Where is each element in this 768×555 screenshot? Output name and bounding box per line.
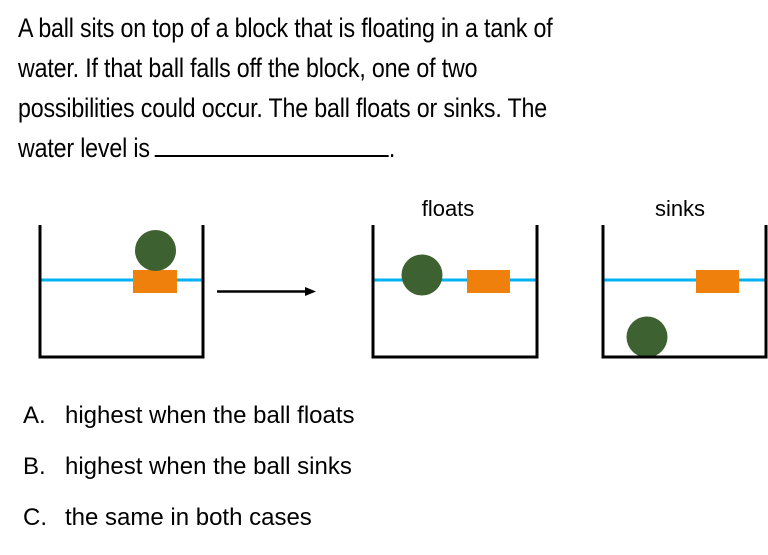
option-text: highest when the ball sinks — [65, 453, 352, 480]
ball — [401, 254, 443, 296]
question-line-4: water level is. — [18, 128, 758, 168]
tank-initial — [38, 225, 205, 359]
question-period: . — [388, 133, 396, 163]
option-text: the same in both cases — [65, 504, 312, 531]
tank-sinks — [601, 225, 768, 359]
option-b[interactable]: B. highest when the ball sinks — [23, 447, 355, 498]
question-line-2: water. If that ball falls off the block,… — [18, 53, 478, 83]
ball — [626, 316, 668, 358]
answer-blank — [154, 131, 389, 157]
answer-options: A. highest when the ball floats B. highe… — [23, 396, 355, 549]
option-a[interactable]: A. highest when the ball floats — [23, 396, 355, 447]
question-line-4-text: water level is — [18, 133, 150, 163]
block — [467, 270, 510, 293]
question-line-3: possibilities could occur. The ball floa… — [18, 93, 548, 123]
tank-walls — [38, 225, 205, 359]
option-c[interactable]: C. the same in both cases — [23, 498, 355, 549]
option-text: highest when the ball floats — [65, 402, 355, 429]
label-sinks: sinks — [654, 196, 706, 221]
option-letter: C. — [23, 504, 47, 531]
tank-floats — [371, 225, 539, 359]
label-floats: floats — [421, 196, 475, 221]
option-letter: B. — [23, 453, 46, 480]
question-line-1: A ball sits on top of a block that is fl… — [18, 13, 553, 43]
ball — [135, 230, 176, 271]
tank-walls — [371, 225, 539, 359]
tank-walls — [601, 225, 768, 359]
arrow-icon — [217, 287, 316, 296]
option-letter: A. — [23, 402, 46, 429]
block — [133, 270, 177, 293]
block — [696, 270, 739, 293]
question-text: A ball sits on top of a block that is fl… — [18, 8, 758, 168]
